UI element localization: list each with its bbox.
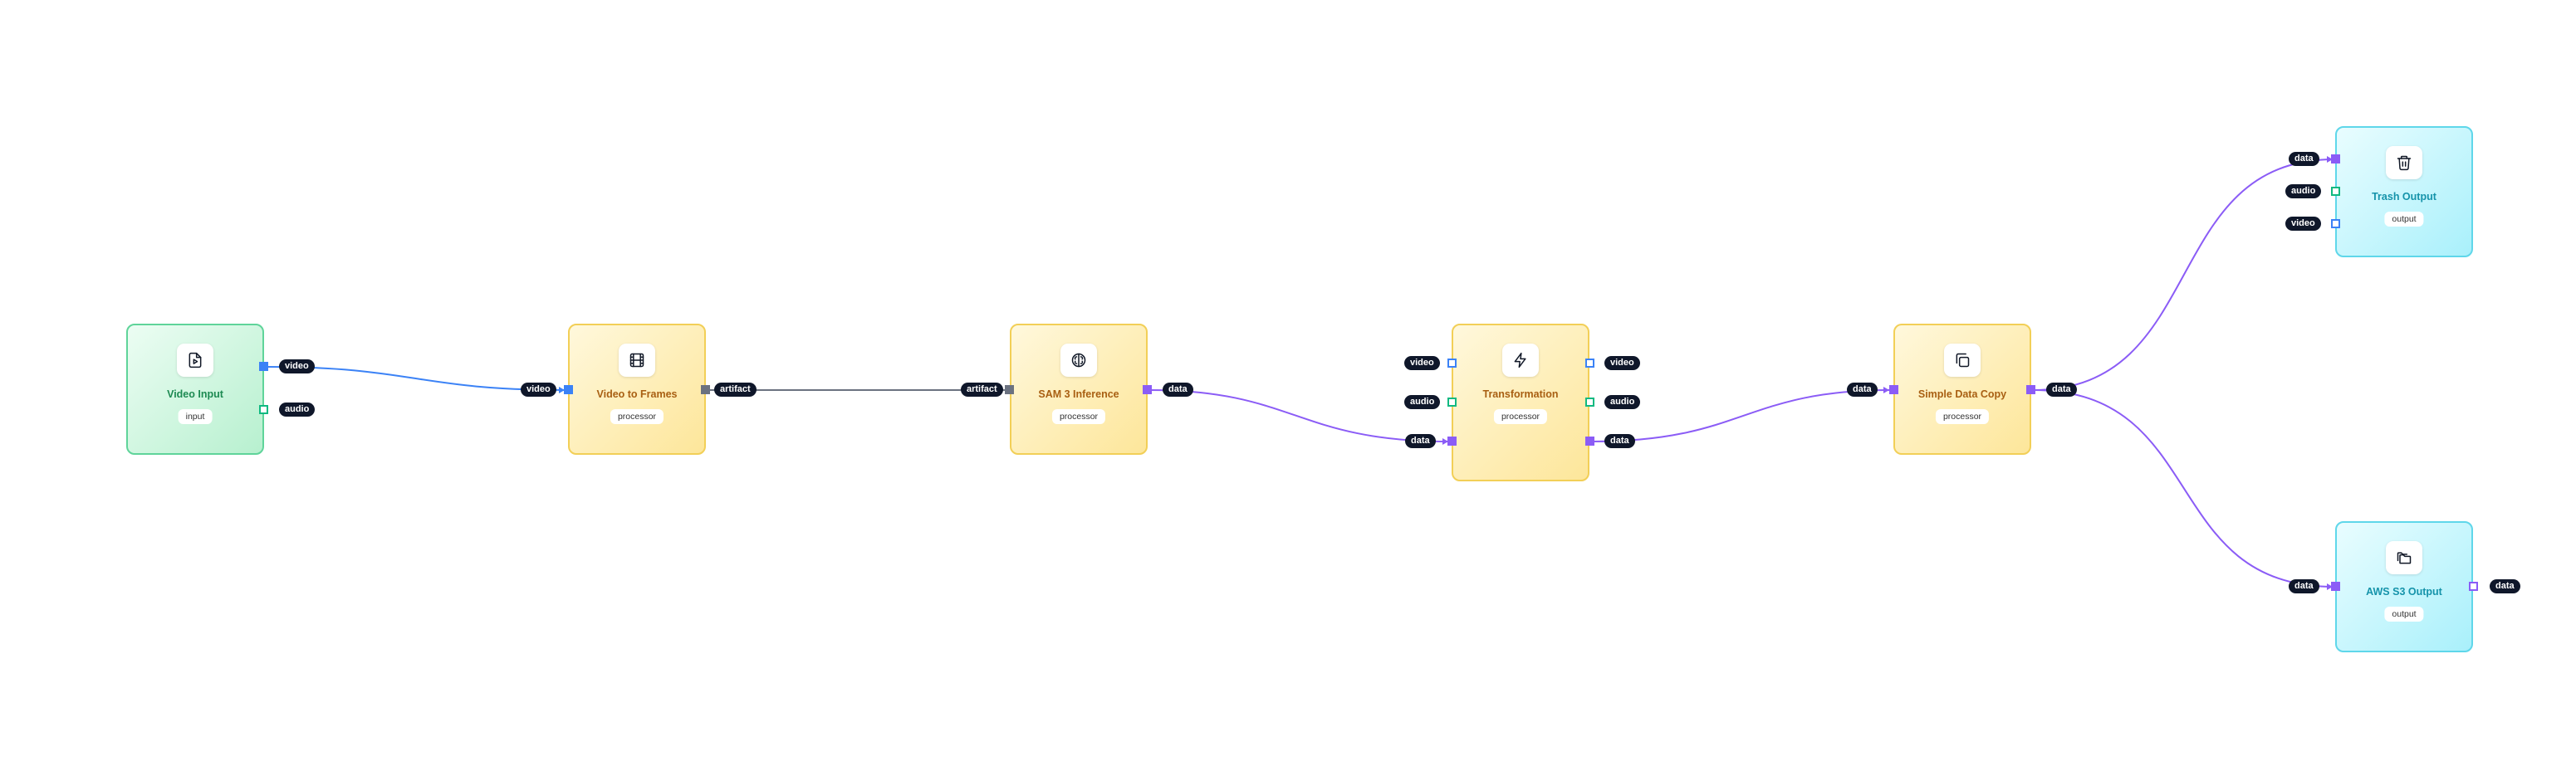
node-title: Simple Data Copy	[1917, 388, 2007, 400]
node-transformation[interactable]: Transformation processor	[1452, 324, 1589, 481]
port-sam3-artifact-in[interactable]	[1005, 385, 1014, 394]
node-sam3-inference[interactable]: SAM 3 Inference processor	[1010, 324, 1148, 455]
port-label-data: data	[1847, 383, 1878, 397]
node-simple-data-copy[interactable]: Simple Data Copy processor	[1893, 324, 2031, 455]
edge-data-copy-to-s3-output[interactable]	[2032, 389, 2335, 588]
node-type-badge: processor	[610, 409, 664, 424]
node-title: Video Input	[167, 388, 223, 400]
port-transformation-video-out[interactable]	[1585, 359, 1594, 368]
port-label-audio: audio	[279, 403, 316, 417]
node-type-badge: processor	[1493, 409, 1548, 424]
port-transformation-data-in[interactable]	[1447, 437, 1457, 446]
port-label-data: data	[1405, 434, 1436, 448]
port-transformation-audio-in[interactable]	[1447, 398, 1457, 407]
port-label-artifact: artifact	[714, 383, 757, 397]
node-title: SAM 3 Inference	[1038, 388, 1119, 400]
port-label-data: data	[1604, 434, 1635, 448]
port-label-data: data	[2490, 579, 2520, 593]
node-type-badge: input	[178, 409, 213, 424]
port-transformation-data-out[interactable]	[1585, 437, 1594, 446]
node-type-badge: output	[2384, 607, 2424, 622]
port-trash-output-data-in[interactable]	[2331, 154, 2340, 163]
port-label-audio: audio	[2285, 184, 2322, 198]
port-trash-output-audio-in[interactable]	[2331, 187, 2340, 196]
folders-icon	[2386, 541, 2422, 574]
lightning-icon	[1502, 344, 1539, 377]
node-trash-output[interactable]: Trash Output output	[2335, 126, 2473, 257]
port-label-video: video	[2285, 217, 2321, 231]
port-label-data: data	[2289, 152, 2319, 166]
node-video-input[interactable]: Video Input input	[126, 324, 264, 455]
edge-arrowhead	[1883, 387, 1889, 393]
port-sam3-data-out[interactable]	[1143, 385, 1152, 394]
port-transformation-video-in[interactable]	[1447, 359, 1457, 368]
node-title: AWS S3 Output	[2366, 586, 2442, 598]
node-type-badge: processor	[1935, 409, 1990, 424]
port-data-copy-data-in[interactable]	[1889, 385, 1898, 394]
port-video-input-video-out[interactable]	[259, 362, 268, 371]
port-data-copy-data-out[interactable]	[2026, 385, 2035, 394]
node-video-to-frames[interactable]: Video to Frames processor	[568, 324, 706, 455]
node-title: Transformation	[1482, 388, 1559, 400]
port-label-artifact: artifact	[961, 383, 1003, 397]
node-aws-s3-output[interactable]: AWS S3 Output output	[2335, 521, 2473, 652]
port-s3-output-data-out[interactable]	[2469, 582, 2478, 591]
node-title: Video to Frames	[596, 388, 678, 400]
node-type-badge: processor	[1051, 409, 1106, 424]
port-label-audio: audio	[1404, 395, 1441, 409]
port-trash-output-video-in[interactable]	[2331, 219, 2340, 228]
brain-icon	[1060, 344, 1097, 377]
port-label-video: video	[1404, 356, 1440, 370]
port-label-video: video	[279, 359, 315, 373]
film-icon	[619, 344, 655, 377]
port-label-data: data	[2046, 383, 2077, 397]
port-label-data: data	[2289, 579, 2319, 593]
port-label-data: data	[1163, 383, 1193, 397]
port-label-video: video	[1604, 356, 1640, 370]
port-transformation-audio-out[interactable]	[1585, 398, 1594, 407]
port-video-input-audio-out[interactable]	[259, 405, 268, 414]
trash-icon	[2386, 146, 2422, 179]
copy-icon	[1944, 344, 1981, 377]
port-label-audio: audio	[1604, 395, 1641, 409]
node-type-badge: output	[2384, 212, 2424, 227]
port-s3-output-data-in[interactable]	[2331, 582, 2340, 591]
port-video-to-frames-artifact-out[interactable]	[701, 385, 710, 394]
port-video-to-frames-video-in[interactable]	[564, 385, 573, 394]
node-title: Trash Output	[2372, 191, 2436, 203]
port-label-video: video	[521, 383, 556, 397]
file-video-icon	[177, 344, 213, 377]
